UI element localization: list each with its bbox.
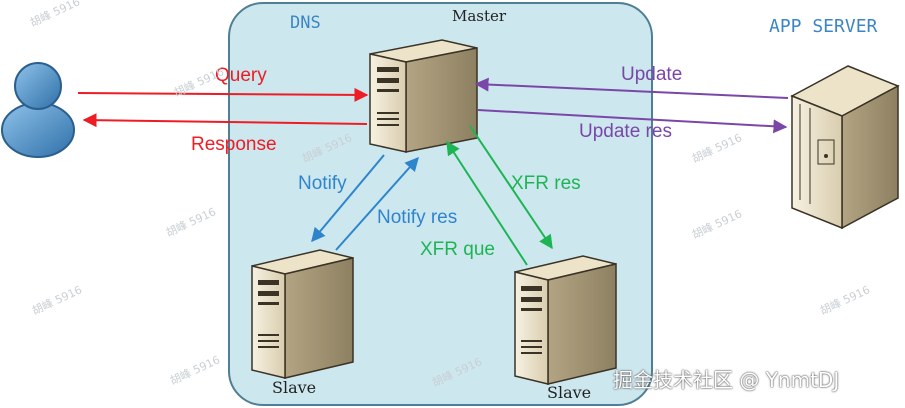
credit-text: 掘金技术社区 @ YnmtDJ (613, 368, 840, 392)
app-server-icon (790, 65, 900, 230)
notify-res-label: Notify res (377, 207, 458, 228)
update-res-arrow (477, 109, 788, 134)
slave-right-label: Slave (547, 383, 592, 402)
update-label: Update (621, 64, 683, 85)
master-server-icon (369, 39, 478, 153)
notify-res-arrow (335, 156, 419, 251)
notify-label: Notify (298, 173, 347, 194)
xfr-que-arrow (446, 140, 528, 266)
slave-left-server-icon (251, 249, 354, 379)
app-server-label: APP SERVER (769, 16, 878, 37)
query-label: Query (215, 65, 267, 86)
master-label: Master (452, 7, 507, 25)
response-label: Response (191, 134, 277, 155)
update-res-label: Update res (579, 121, 672, 142)
dns-label: DNS (290, 13, 321, 33)
response-arrow (82, 113, 368, 128)
user-icon (1, 62, 75, 158)
xfr-res-arrow (469, 125, 553, 250)
slave-right-server-icon (514, 255, 617, 385)
xfr-res-label: XFR res (511, 173, 581, 194)
slave-left-label: Slave (272, 378, 317, 397)
update-arrow (474, 77, 789, 99)
query-arrow (77, 87, 369, 102)
xfr-que-label: XFR que (420, 239, 495, 260)
notify-arrow (311, 154, 385, 243)
